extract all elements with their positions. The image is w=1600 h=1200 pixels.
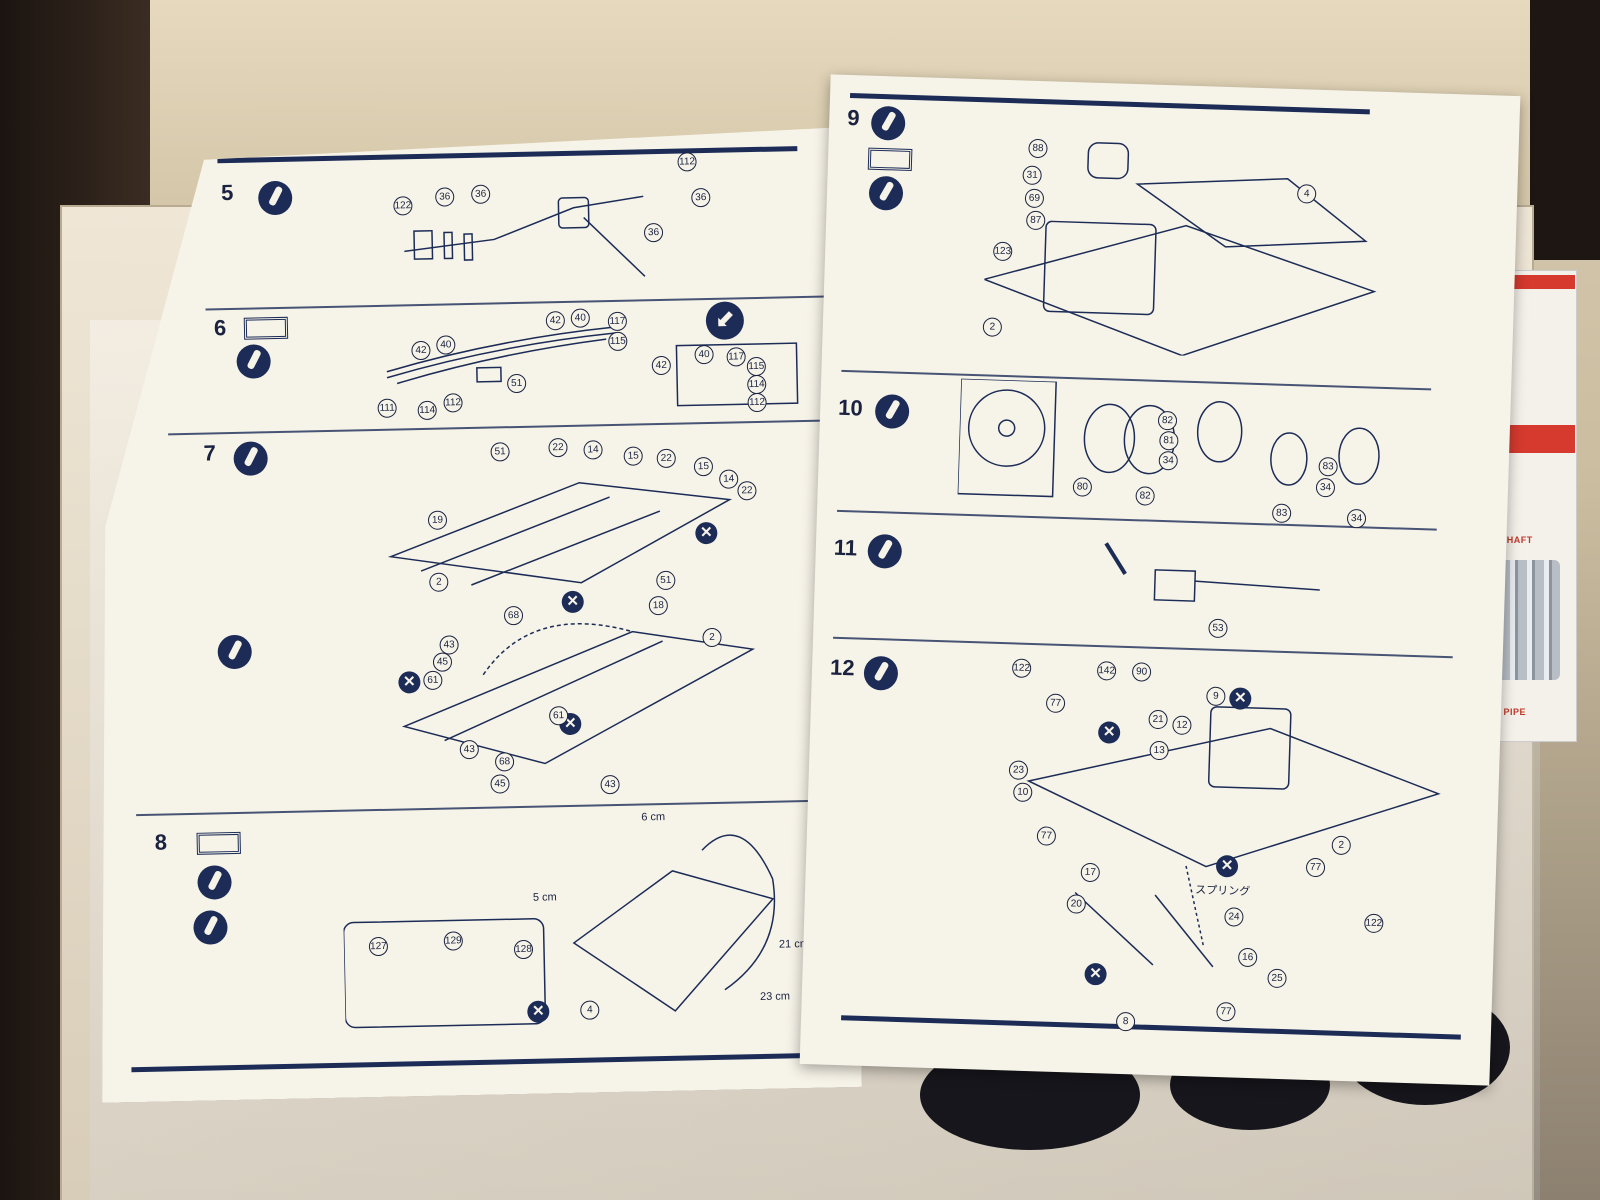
glue-icon	[217, 635, 252, 670]
length-label: 23 cm	[759, 990, 791, 1004]
step-divider	[832, 636, 1453, 659]
glue-icon	[197, 865, 232, 900]
axle-diagram	[383, 165, 685, 291]
bottom-rule	[131, 1052, 851, 1072]
glue-icon	[863, 655, 899, 691]
leaf-spring-diagram	[376, 303, 818, 422]
part-number: 36	[691, 188, 710, 207]
glue-icon	[870, 105, 906, 141]
fuel-tank-diagram	[341, 818, 826, 1048]
step-number: 7	[203, 440, 217, 466]
hammer-icon	[193, 910, 228, 945]
paint-icon	[867, 147, 913, 171]
glue-icon	[236, 344, 271, 379]
step-number: 12	[829, 654, 855, 681]
front-suspension-diagram	[1026, 706, 1441, 968]
part-number: 77	[1216, 1001, 1236, 1022]
step-divider	[136, 799, 836, 816]
instruction-page-right: 9 88 31 69 87 123 4 2 10	[799, 74, 1521, 1086]
glue-icon	[258, 181, 293, 216]
step-number: 8	[154, 829, 168, 855]
length-label: 5 cm	[532, 891, 557, 904]
hammer-icon	[867, 533, 903, 569]
glue-icon	[874, 393, 910, 430]
spring-label: スプリング	[1195, 884, 1251, 898]
glue-icon	[868, 175, 904, 211]
top-rule	[849, 93, 1370, 115]
part-number: 83	[1271, 503, 1292, 524]
step-number: 11	[833, 534, 858, 561]
paint-icon	[244, 317, 288, 340]
glue-icon	[233, 441, 268, 476]
wheel-diagram	[957, 378, 1380, 498]
bottom-rule	[841, 1015, 1461, 1040]
step-number: 6	[213, 315, 227, 341]
step-number: 5	[220, 179, 234, 206]
frame-diagram	[378, 439, 775, 797]
paint-icon	[197, 832, 241, 855]
steering-box-diagram	[1104, 542, 1320, 602]
part-number: 112	[677, 152, 696, 171]
instruction-page-left: 5 122 36 36 112 36 36 6 ⬋ 42 40	[82, 127, 862, 1103]
length-label: 6 cm	[641, 811, 666, 824]
step-number: 9	[846, 104, 861, 131]
step-divider	[168, 420, 828, 436]
engine-chassis-diagram	[982, 142, 1377, 357]
step-number: 10	[837, 394, 864, 421]
